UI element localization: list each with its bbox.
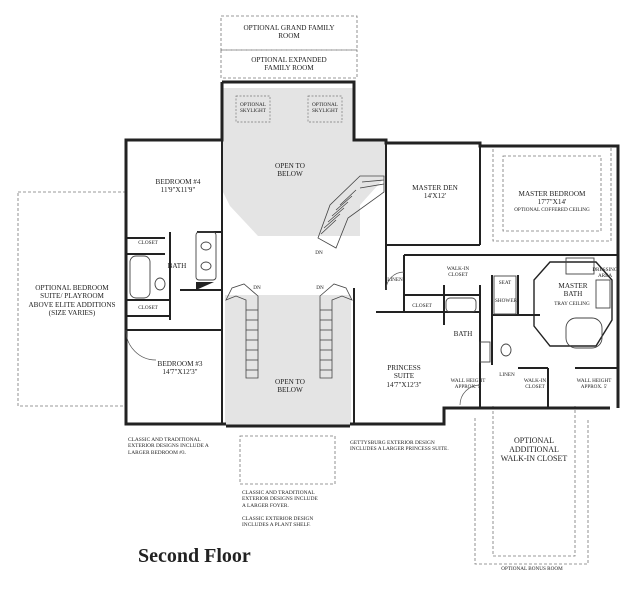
- stair-top: [317, 175, 385, 249]
- tile-marker-right: [196, 282, 214, 290]
- open-to-below-top-label: OPEN TO BELOW: [275, 162, 305, 179]
- bedroom3-label: BEDROOM #3 14'7"X12'3": [157, 360, 203, 377]
- optional-dashed-outlines: [17, 15, 612, 565]
- master-bath-label: MASTER BATH: [558, 282, 588, 299]
- seat-label: SEAT: [498, 280, 512, 286]
- optional-bonus-room-label: OPTIONAL BONUS ROOM: [501, 566, 563, 572]
- master-bath-octagon: [533, 261, 613, 347]
- dn-left-label: DN: [253, 285, 261, 291]
- princess-suite-label: PRINCESS SUITE 14'7"X12'3": [386, 364, 422, 389]
- skylight-right-label: OPTIONAL SKYLIGHT: [312, 102, 338, 114]
- linen-right-label: LINEN: [499, 372, 515, 378]
- dn-right-label: DN: [316, 285, 324, 291]
- walkin-closet-right-label: WALK-IN CLOSET: [523, 378, 547, 390]
- master-den-label: MASTER DEN 14'X12': [412, 184, 458, 201]
- shower-label: SHOWER: [495, 298, 517, 304]
- skylight-left-label: OPTIONAL SKYLIGHT: [240, 102, 266, 114]
- master-bedroom-label: MASTER BEDROOM 17'7"X14': [518, 190, 586, 207]
- optional-bedroom-suite-label: OPTIONAL BEDROOM SUITE/ PLAYROOM ABOVE E…: [28, 284, 116, 318]
- dn-top-label: DN: [315, 250, 323, 256]
- stair-right: [319, 283, 353, 379]
- closet-upper-label: CLOSET: [138, 240, 158, 246]
- floor-title: Second Floor: [138, 545, 251, 567]
- bath-left-label: BATH: [167, 262, 187, 270]
- closet-lower-label: CLOSET: [138, 305, 158, 311]
- bedroom4-label: BEDROOM #4 11'9"X11'9": [155, 178, 201, 195]
- walkin-closet-label: WALK-IN CLOSET: [446, 266, 470, 278]
- optional-expanded-family-room-label: OPTIONAL EXPANDED FAMILY ROOM: [251, 56, 327, 73]
- linen-mid-label: LINEN: [387, 277, 403, 283]
- door-swings: [125, 271, 481, 406]
- bath-right-label: BATH: [453, 330, 473, 338]
- wall-height-left-label: WALL HEIGHT APPROX. 5': [450, 378, 486, 390]
- open-to-below-bottom-label: OPEN TO BELOW: [275, 378, 305, 395]
- note-classic-foyer: CLASSIC AND TRADITIONAL EXTERIOR DESIGNS…: [242, 490, 318, 509]
- stair-left: [225, 283, 259, 379]
- dressing-area-label: DRESSING AREA: [592, 267, 618, 279]
- fixtures: [129, 231, 611, 363]
- note-gettysburg: GETTYSBURG EXTERIOR DESIGN INCLUDES A LA…: [350, 440, 449, 453]
- note-classic-plant-shelf: CLASSIC EXTERIOR DESIGN INCLUDES A PLANT…: [242, 516, 314, 529]
- note-classic-bedroom3: CLASSIC AND TRADITIONAL EXTERIOR DESIGNS…: [128, 437, 209, 456]
- closet-mid-label: CLOSET: [412, 303, 432, 309]
- optional-additional-walkin-closet-label: OPTIONAL ADDITIONAL WALK-IN CLOSET: [500, 436, 568, 463]
- wall-height-right-label: WALL HEIGHT APPROX. 5': [576, 378, 612, 390]
- open-to-below-top-area: [222, 88, 386, 236]
- skylight-boxes: [235, 95, 343, 123]
- optional-grand-family-room-label: OPTIONAL GRAND FAMILY ROOM: [243, 24, 335, 41]
- optional-coffered-ceiling-label: OPTIONAL COFFERED CEILING: [514, 207, 590, 213]
- tray-ceiling-label: TRAY CEILING: [554, 301, 590, 307]
